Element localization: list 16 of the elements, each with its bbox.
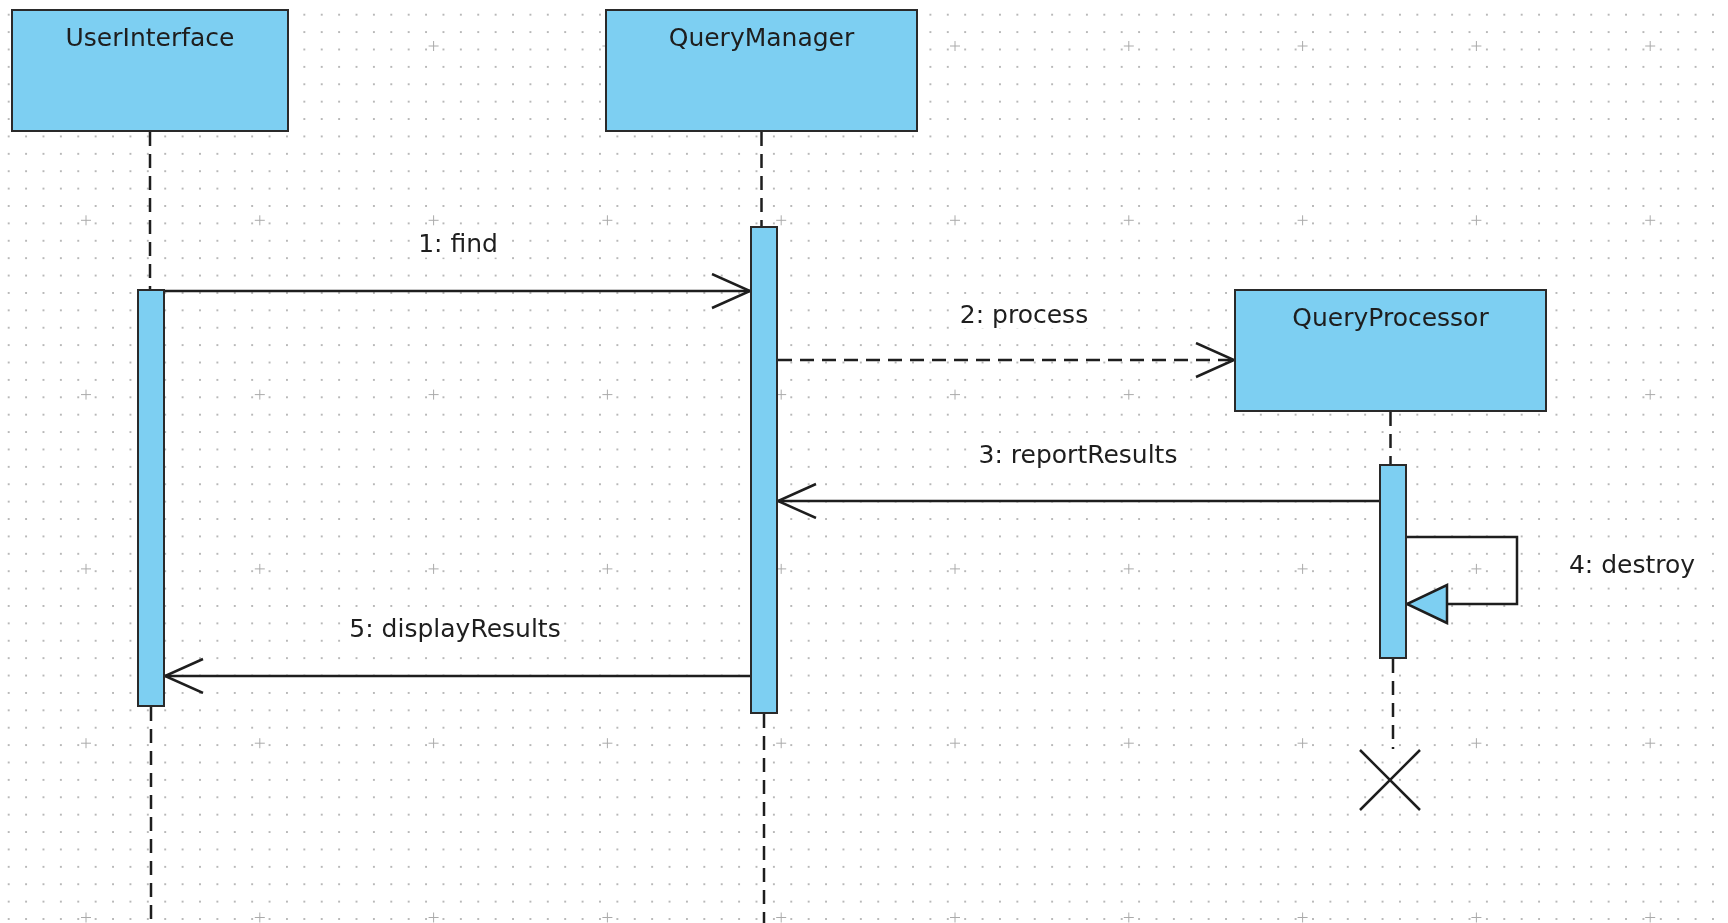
object-box: [1234, 289, 1547, 412]
lifeline: [1391, 659, 1395, 749]
activation-bar: [750, 226, 778, 714]
message-arrow: [778, 341, 1236, 379]
message-arrow: [165, 272, 752, 310]
object-name: UserInterface: [65, 23, 235, 52]
lifeline: [762, 714, 766, 923]
object-name: QueryManager: [668, 23, 855, 52]
lifeline: [1389, 412, 1392, 464]
lifeline: [148, 132, 152, 289]
activation-bar: [1379, 464, 1407, 659]
object-box: [11, 9, 289, 132]
object-box: [605, 9, 918, 132]
object-name: QueryProcessor: [1292, 303, 1489, 332]
lifeline: [760, 132, 763, 226]
activation-bar: [137, 289, 165, 707]
